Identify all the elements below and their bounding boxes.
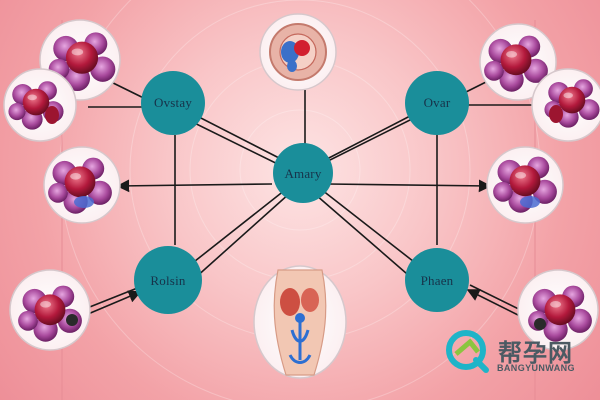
connector-center-far-topright	[309, 74, 501, 171]
watermark-subtitle: BANGYUNWANG	[497, 363, 575, 373]
ovary-cross-section-icon	[531, 68, 600, 142]
node-label-top-right: Ovar	[423, 95, 451, 110]
female-torso-icon	[253, 265, 347, 379]
node-center	[273, 143, 333, 203]
ovary-cross-section-icon	[3, 68, 77, 142]
node-label-bottom-right: Phaen	[420, 273, 454, 288]
node-label-top-left: Ovstay	[153, 95, 193, 110]
follicle-cluster-icon	[43, 146, 121, 224]
connector-center-topleft	[194, 114, 284, 161]
follicle-cluster-icon	[479, 23, 557, 101]
node-label-center: Amary	[284, 166, 322, 181]
follicle-cluster-icon	[9, 269, 91, 351]
connector-center-topright	[324, 114, 413, 161]
connector-center-far-topleft	[102, 77, 301, 176]
node-bottom-right	[405, 248, 469, 312]
connector-center-bottomleft-2	[194, 192, 291, 279]
node-top-left	[141, 71, 205, 135]
node-label-bottom-left: Rolsin	[150, 273, 186, 288]
node-top-right	[405, 71, 469, 135]
connector-center-bottomright-2	[315, 194, 415, 281]
connector-center-bottomleft	[189, 189, 286, 266]
watermark-logo-icon	[446, 330, 489, 373]
follicle-cluster-icon	[517, 269, 599, 351]
arrow-center-left	[116, 179, 273, 193]
watermark-brand: 帮孕网	[498, 339, 573, 367]
connector-center-bottomright	[321, 189, 419, 266]
arrow-center-right	[327, 179, 492, 193]
blood-cell-icon	[259, 13, 337, 91]
follicle-cluster-icon	[486, 146, 564, 224]
node-bottom-left	[134, 246, 202, 314]
